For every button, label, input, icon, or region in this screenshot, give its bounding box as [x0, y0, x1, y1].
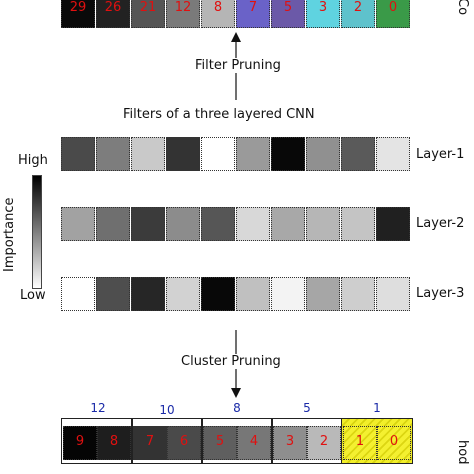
top-number-3: 21	[139, 0, 157, 15]
importance-axis-label: Importance	[2, 197, 17, 273]
bottom-number-10: 0	[389, 434, 399, 449]
cluster-group-2	[131, 418, 203, 464]
layer-2-label: Layer-2	[416, 216, 465, 231]
layer-2-filter-4	[166, 207, 200, 241]
layer-3-filter-8	[306, 277, 340, 311]
top-number-6: 7	[248, 0, 258, 15]
layer-2-filter-1	[61, 207, 95, 241]
bottom-number-5: 5	[215, 434, 225, 449]
layer-1-filter-2	[96, 137, 130, 171]
layer-3-filter-10	[376, 277, 410, 311]
top-filter-7	[271, 0, 305, 28]
top-number-7: 5	[283, 0, 293, 15]
layer-1-filter-8	[306, 137, 340, 171]
bottom-filter-3	[133, 426, 167, 460]
bottom-filter-4	[167, 426, 201, 460]
bottom-filter-2	[97, 426, 131, 460]
cluster-count-1: 12	[90, 401, 106, 415]
layer-3-filter-6	[236, 277, 270, 311]
layer-1-filter-1	[61, 137, 95, 171]
top-filter-9	[341, 0, 375, 28]
layer-3-strip	[61, 277, 411, 313]
bottom-number-8: 2	[319, 434, 329, 449]
top-right-label: Co	[455, 0, 470, 16]
layer-2-filter-3	[131, 207, 165, 241]
layer-1-strip	[61, 137, 411, 173]
top-filter-10	[376, 0, 410, 28]
bottom-number-6: 4	[249, 434, 259, 449]
cluster-count-3: 8	[233, 401, 241, 415]
layer-3-filter-5	[201, 277, 235, 311]
layer-3-filter-3	[131, 277, 165, 311]
bottom-filter-10	[377, 426, 411, 460]
top-filter-8	[306, 0, 340, 28]
layer-2-filter-2	[96, 207, 130, 241]
top-number-9: 2	[353, 0, 363, 15]
bottom-right-label: hod	[455, 440, 470, 465]
layer-3-filter-1	[61, 277, 95, 311]
layer-1-label: Layer-1	[416, 147, 465, 162]
layer-2-filter-9	[341, 207, 375, 241]
top-number-2: 26	[104, 0, 122, 15]
cnn-title: Filters of a three layered CNN	[123, 107, 315, 122]
bottom-number-1: 9	[75, 434, 85, 449]
top-filter-5	[201, 0, 235, 28]
bottom-number-3: 7	[145, 434, 155, 449]
bottom-number-2: 8	[109, 434, 119, 449]
top-filter-1	[61, 0, 95, 28]
top-number-4: 12	[174, 0, 192, 15]
top-filter-strip: 29 26 21 12 8 7 5 3 2 0	[61, 0, 411, 32]
bottom-number-4: 6	[179, 434, 189, 449]
layer-3-filter-9	[341, 277, 375, 311]
layer-1-filter-5	[201, 137, 235, 171]
layer-1-filter-10	[376, 137, 410, 171]
layer-1-filter-4	[166, 137, 200, 171]
layer-3-label: Layer-3	[416, 286, 465, 301]
layer-2-filter-5	[201, 207, 235, 241]
cluster-group-1	[61, 418, 133, 464]
top-number-10: 0	[388, 0, 398, 15]
bottom-filter-6	[237, 426, 271, 460]
importance-colorbar	[32, 175, 42, 289]
layer-1-filter-3	[131, 137, 165, 171]
importance-high-label: High	[18, 153, 48, 168]
layer-2-filter-8	[306, 207, 340, 241]
bottom-filter-9	[343, 426, 377, 460]
top-number-5: 8	[213, 0, 223, 15]
layer-1-filter-7	[271, 137, 305, 171]
importance-low-label: Low	[20, 288, 46, 303]
layer-2-strip	[61, 207, 411, 243]
layer-2-filter-7	[271, 207, 305, 241]
cluster-group-3	[201, 418, 273, 464]
top-filter-6	[236, 0, 270, 28]
layer-3-filter-7	[271, 277, 305, 311]
bottom-filter-8	[307, 426, 341, 460]
top-filter-4	[166, 0, 200, 28]
bottom-number-7: 3	[285, 434, 295, 449]
top-number-8: 3	[318, 0, 328, 15]
bottom-filter-5	[203, 426, 237, 460]
filter-pruning-label: Filter Pruning	[194, 58, 282, 73]
top-filter-3	[131, 0, 165, 28]
cluster-count-2: 10	[159, 403, 175, 417]
bottom-number-9: 1	[355, 434, 365, 449]
layer-2-filter-10	[376, 207, 410, 241]
layer-3-filter-2	[96, 277, 130, 311]
top-number-1: 29	[69, 0, 87, 15]
bottom-filter-7	[273, 426, 307, 460]
top-filter-2	[96, 0, 130, 28]
cluster-count-4: 5	[303, 401, 311, 415]
layer-1-filter-6	[236, 137, 270, 171]
cluster-count-5: 1	[373, 401, 381, 415]
bottom-filter-strip: 9 8 7 6 5 4 3 2 1 0	[61, 418, 413, 464]
layer-2-filter-6	[236, 207, 270, 241]
layer-1-filter-9	[341, 137, 375, 171]
cluster-pruning-label: Cluster Pruning	[180, 354, 282, 369]
layer-3-filter-4	[166, 277, 200, 311]
bottom-filter-1	[63, 426, 97, 460]
